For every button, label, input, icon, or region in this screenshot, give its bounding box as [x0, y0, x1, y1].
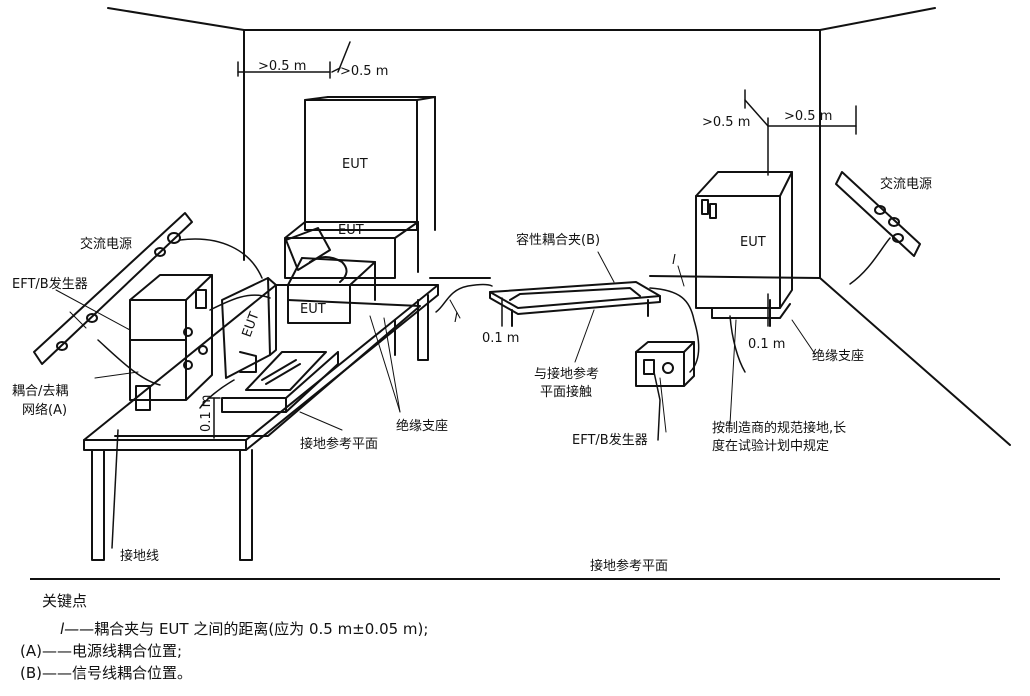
ground-wire-label: 接地线 — [120, 548, 159, 564]
eut-middle-label: EUT — [338, 223, 364, 238]
legend-item: (A)——电源线耦合位置; — [20, 640, 182, 661]
leader-lines — [55, 251, 816, 433]
dim-label-top-left-a: >0.5 m — [258, 59, 306, 74]
legend-item-text: 信号线耦合位置。 — [72, 664, 193, 682]
ground-plane-table-label: 接地参考平面 — [300, 436, 378, 452]
eut-monitor — [221, 277, 277, 379]
room-walls — [107, 7, 1011, 446]
eut-monitor-label: EUT — [240, 310, 263, 339]
ac-power-left-label: 交流电源 — [80, 236, 132, 252]
test-setup-diagram: >0.5 m >0.5 m >0.5 m >0.5 m EUT EUT EUT … — [12, 7, 1011, 574]
eut-right — [695, 171, 793, 327]
contact-ground-label-1: 与接地参考 — [534, 366, 599, 382]
eut-middle — [284, 221, 419, 279]
ac-power-right — [835, 171, 921, 257]
keyboard — [245, 351, 327, 391]
capacitive-clamp-label: 容性耦合夹(B) — [516, 232, 600, 248]
legend-title: 关键点 — [42, 592, 88, 610]
dimension-top-right — [744, 89, 857, 176]
diagram-labels: >0.5 m >0.5 m >0.5 m >0.5 m EUT EUT EUT … — [12, 59, 932, 574]
legend-item-key: l—— — [60, 620, 95, 638]
insulating-slab-left — [221, 351, 339, 413]
legend-item: l——耦合夹与 EUT 之间的距离(应为 0.5 m±0.05 m); — [60, 618, 428, 639]
insulating-support-right-label: 绝缘支座 — [812, 348, 864, 364]
eut-tower-label: EUT — [342, 157, 368, 172]
eft-generator-right-label: EFT/B发生器 — [572, 432, 648, 448]
eut-right-label: EUT — [740, 235, 766, 250]
ac-power-left — [33, 212, 193, 365]
legend-item-key: (A)—— — [20, 642, 72, 660]
dim-label-top-right-a: >0.5 m — [702, 115, 750, 130]
height-right-label: 0.1 m — [748, 337, 785, 352]
legend-item-text: 电源线耦合位置; — [71, 642, 183, 660]
dim-label-top-right-b: >0.5 m — [784, 109, 832, 124]
height-left-label: 0.1 m — [199, 395, 214, 432]
legend-item-text: 耦合夹与 EUT 之间的距离(应为 0.5 m±0.05 m); — [94, 620, 429, 638]
ac-power-right-label: 交流电源 — [880, 176, 932, 192]
eft-generator-left-label: EFT/B发生器 — [12, 276, 88, 292]
insulating-support-mid-label: 绝缘支座 — [396, 418, 448, 434]
dim-label-top-left-b: >0.5 m — [340, 64, 388, 79]
eft-generator-right — [635, 341, 695, 387]
capacitive-clamp — [489, 281, 661, 327]
contact-ground-label-2: 平面接触 — [540, 384, 592, 400]
distance-l-right: l — [672, 253, 676, 268]
coupling-network-label-2: 网络(A) — [22, 402, 67, 418]
ground-plane-floor-label: 接地参考平面 — [590, 558, 668, 574]
height-clamp-label: 0.1 m — [482, 331, 519, 346]
coupling-network-label: 耦合/去耦 — [12, 384, 68, 399]
height-markers — [207, 293, 769, 439]
eut-tower — [304, 96, 436, 231]
legend-item: (B)——信号线耦合位置。 — [20, 662, 192, 683]
eft-generator-left — [129, 274, 213, 411]
dimension-top-left — [237, 41, 351, 79]
manufacturer-ground-label-2: 度在试验计划中规定 — [712, 438, 829, 454]
legend-divider — [30, 578, 1000, 580]
distance-l-left: l — [454, 311, 458, 326]
legend-item-key: (B)—— — [20, 664, 72, 682]
manufacturer-ground-label-1: 按制造商的规范接地,长 — [712, 420, 846, 436]
eut-box-label: EUT — [300, 302, 326, 317]
cables — [97, 237, 891, 549]
